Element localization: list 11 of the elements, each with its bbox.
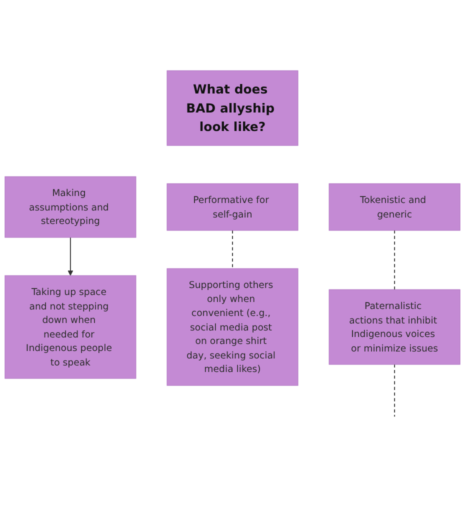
connector [232,230,233,270]
node-box: What does BAD allyship look like? [166,70,298,146]
connector [394,230,396,290]
connector [394,364,396,418]
node-box: Paternalistic actions that inhibit Indigenous voices or minimize issues [328,289,460,365]
node-box: Taking up space and not stepping down when needed for Indigenous people to speak [4,275,136,379]
arrow [68,236,74,276]
node-box: Making assumptions and stereotyping [4,176,136,238]
node-box: Supporting others only when convenient (e.g., social media post on orange shirt day, seeking social media likes) [166,268,298,386]
node-box: Tokenistic and generic [328,183,460,231]
node-box: Performative for self-gain [166,183,298,231]
